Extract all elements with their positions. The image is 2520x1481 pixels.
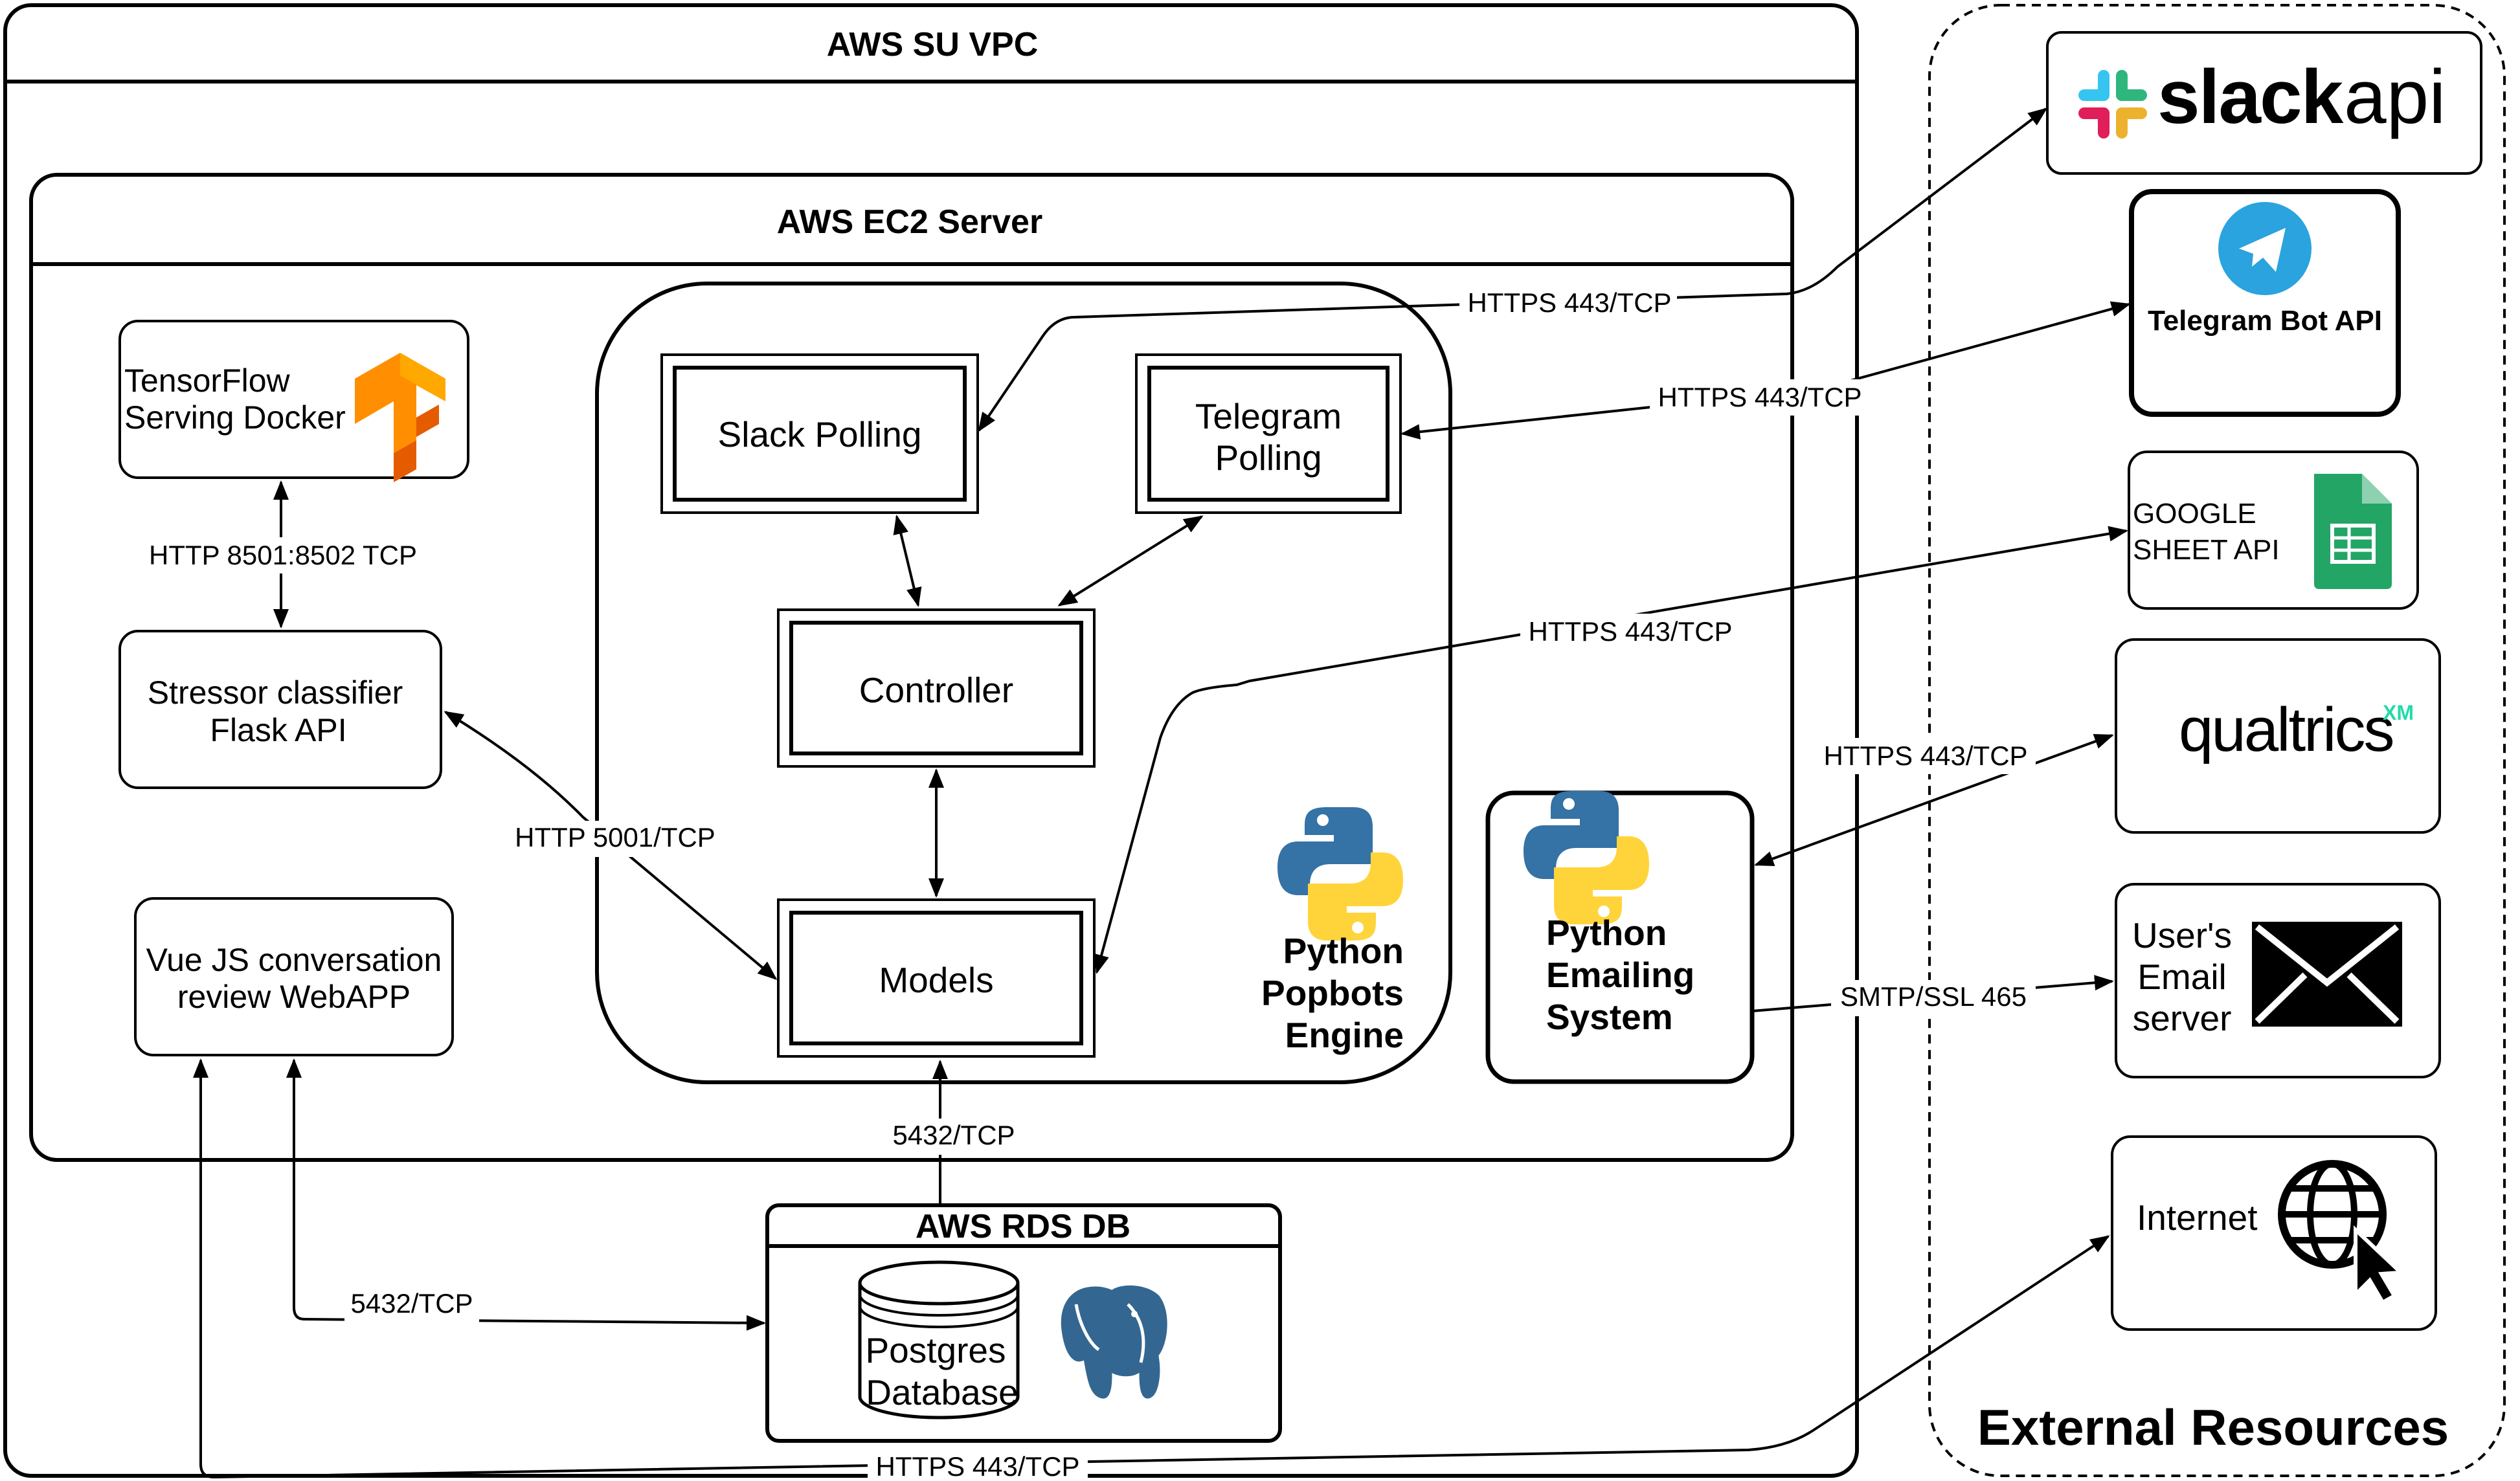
popbots-title-line3: Engine: [1285, 1015, 1404, 1055]
label-internet-https: HTTPS 443/TCP: [875, 1451, 1079, 1481]
tensorflow-label-line1: TensorFlow: [124, 362, 291, 399]
telegram-polling-label-line2: Polling: [1215, 438, 1322, 478]
slack-polling-label: Slack Polling: [718, 414, 922, 454]
edge-labels: HTTP 8501:8502 TCP HTTP 5001/TCP HTTPS 4…: [136, 285, 2036, 1481]
internet-box: Internet: [2111, 1135, 2437, 1331]
email-label-line1: User's: [2132, 915, 2232, 955]
envelope-icon: [2252, 922, 2402, 1027]
slack-api-word: api: [2344, 54, 2446, 140]
label-slack-https: HTTPS 443/TCP: [1467, 287, 1671, 318]
edge-slack-api-polling: [978, 107, 2048, 432]
tensorflow-icon: [355, 353, 445, 482]
controller-box: Controller: [777, 608, 1096, 768]
label-vue-db: 5432/TCP: [350, 1288, 473, 1319]
popbots-title-line2: Popbots: [1261, 973, 1404, 1013]
emailing-title-line2: Emailing: [1546, 955, 1694, 995]
external-resources-title: External Resources: [1977, 1399, 2449, 1456]
controller-label: Controller: [859, 670, 1013, 710]
stressor-label-line2: Flask API: [210, 712, 346, 748]
telegram-bot-api-label: Telegram Bot API: [2148, 305, 2382, 337]
stressor-label-line1: Stressor classifier: [148, 674, 403, 711]
edge-slack-controller: [893, 515, 922, 607]
postgresql-elephant-icon: [1057, 1282, 1171, 1402]
telegram-polling-label-line1: Telegram: [1195, 396, 1342, 436]
label-http-8501: HTTP 8501:8502 TCP: [149, 540, 417, 570]
label-qualtrics-https: HTTPS 443/TCP: [1823, 740, 2027, 771]
email-label-line2: Email: [2137, 957, 2227, 997]
vue-label-line2: review WebAPP: [177, 979, 411, 1015]
tensorflow-label-line2: Serving Docker: [124, 399, 346, 436]
email-server-box: User's Email server: [2115, 883, 2441, 1078]
edge-vue-internet: [193, 1058, 2110, 1479]
telegram-icon: [2218, 202, 2312, 295]
google-label-line2: SHEET API: [2133, 534, 2280, 566]
vue-webapp-box: Vue JS conversation review WebAPP: [134, 897, 454, 1056]
qualtrics-box: qualtrics XM: [2115, 638, 2441, 834]
globe-cursor-icon: [2278, 1160, 2406, 1306]
rds-title: AWS RDS DB: [916, 1208, 1131, 1245]
database-cylinder-icon: [858, 1260, 1020, 1420]
google-sheets-icon: [2314, 474, 2392, 589]
label-telegram-https: HTTPS 443/TCP: [1658, 382, 1862, 412]
label-http-5001: HTTP 5001/TCP: [515, 822, 715, 852]
postgres-label-line2: Database: [866, 1372, 1018, 1412]
edge-vue-rds: [286, 1058, 766, 1331]
google-sheet-api-box: GOOGLE SHEET API: [2128, 451, 2419, 610]
google-label-line1: GOOGLE: [2133, 498, 2256, 529]
label-models-db: 5432/TCP: [892, 1120, 1015, 1150]
emailing-title-line3: System: [1546, 997, 1673, 1037]
qualtrics-xm-badge: XM: [2383, 701, 2414, 724]
label-smtp: SMTP/SSL 465: [1840, 981, 2027, 1012]
slack-wordmark: slack: [2157, 54, 2344, 140]
slack-api-box: slack api: [2046, 31, 2482, 175]
emailing-system-box: Python Emailing System: [1485, 790, 1755, 1084]
internet-label: Internet: [2137, 1197, 2258, 1238]
models-label: Models: [879, 960, 993, 1000]
vpc-title: AWS SU VPC: [827, 26, 1039, 63]
edge-qualtrics-emailing: [1754, 733, 2114, 867]
stressor-classifier-box: Stressor classifier Flask API: [118, 630, 442, 789]
slack-icon: [2078, 70, 2147, 139]
ec2-title: AWS EC2 Server: [777, 203, 1042, 241]
qualtrics-wordmark: qualtrics: [2179, 695, 2392, 764]
rds-container: AWS RDS DB Postgres Database: [765, 1203, 1282, 1443]
vue-label-line1: Vue JS conversation: [146, 942, 442, 978]
popbots-title-line1: Python: [1283, 931, 1404, 971]
slack-polling-box: Slack Polling: [660, 353, 979, 514]
telegram-bot-api-box: Telegram Bot API: [2129, 189, 2401, 417]
tensorflow-box: TensorFlow Serving Docker: [118, 320, 469, 482]
email-label-line3: server: [2133, 998, 2232, 1038]
label-google-https: HTTPS 443/TCP: [1528, 616, 1732, 647]
models-box: Models: [777, 898, 1096, 1058]
edge-google-models: [1094, 526, 2128, 974]
emailing-title-line1: Python: [1546, 913, 1667, 953]
edge-stressor-models: [444, 711, 778, 980]
postgres-label-line1: Postgres: [865, 1330, 1006, 1370]
